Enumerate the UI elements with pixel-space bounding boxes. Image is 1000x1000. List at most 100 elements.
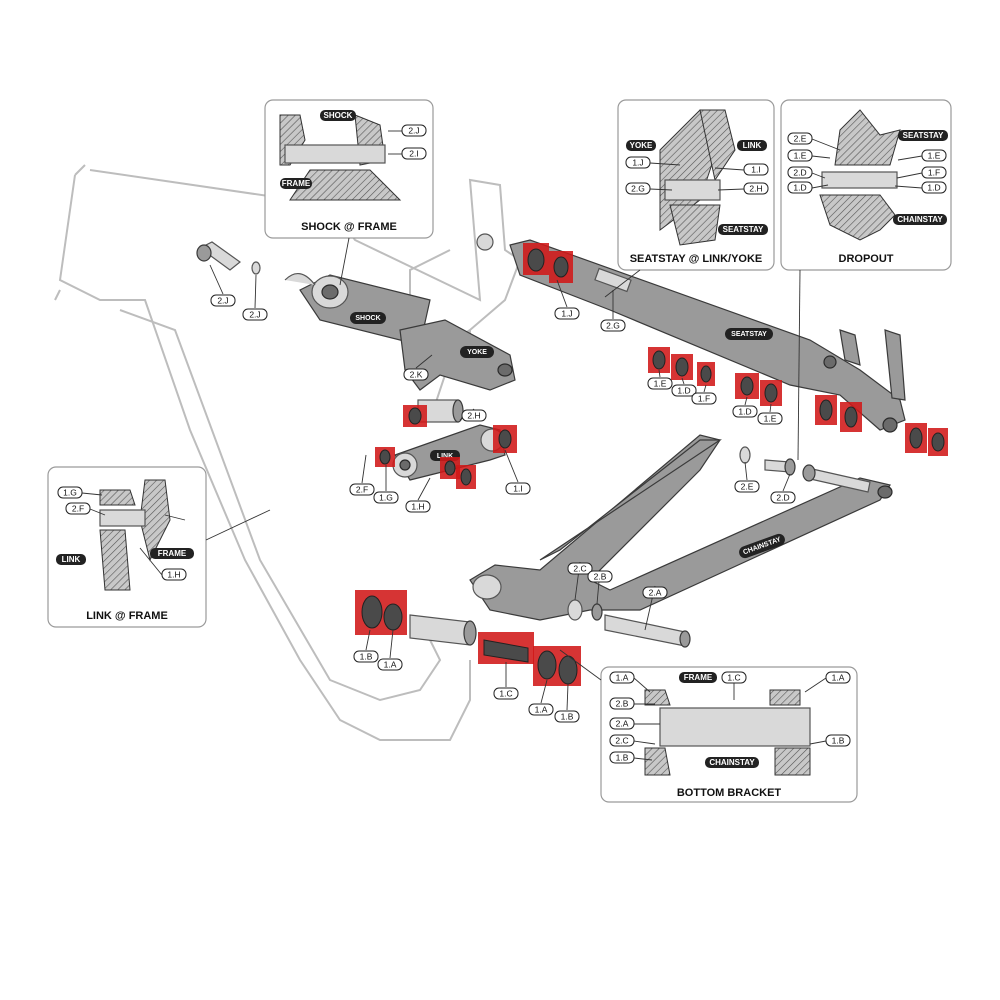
dropout-pointer — [797, 269, 801, 461]
chainstay-part-label-bg — [739, 533, 785, 559]
yoke-part-label: YOKE — [467, 349, 487, 356]
dropout-label-2d: 2.D — [793, 167, 806, 177]
dropout-tag-seatstay: SEATSTAY — [903, 131, 944, 140]
label-pill-l1d_b — [732, 405, 758, 418]
label-pill-l1g — [373, 491, 399, 504]
part-label-l2b: 2.B — [594, 571, 607, 581]
dropout-label-1d-right: 1.D — [927, 182, 940, 192]
part-label-l1i: 1.I — [513, 483, 522, 493]
bb-title: BOTTOM BRACKET — [677, 787, 782, 799]
label-leader-l1a_b — [540, 679, 548, 704]
callout-shock-at-frame: SHOCK FRAME 2.J 2.I SHOCK @ FRAME — [264, 99, 434, 239]
part-label-l2k: 2.K — [410, 369, 423, 379]
label-leader-l1e_b — [769, 403, 772, 413]
label-pill-l1d_a — [671, 384, 697, 397]
label-pill-l2a — [642, 586, 668, 599]
dropout-tag-chainstay: CHAINSTAY — [897, 215, 943, 224]
label-leader-l2d — [782, 473, 791, 492]
label-leader-l1d_b — [744, 396, 748, 406]
label-pill-l1b_b — [554, 710, 580, 723]
label-leader-l1b_b — [566, 683, 569, 711]
part-label-l1f: 1.F — [698, 393, 710, 403]
label-pill-l2d — [770, 491, 796, 504]
bb-label-1a-right: 1.A — [832, 672, 845, 682]
label-leader-l2f — [361, 454, 367, 484]
link-frame-label-1h: 1.H — [167, 569, 180, 579]
shock-frame-pointer — [339, 237, 350, 286]
shock-frame-label-2i: 2.I — [409, 148, 418, 158]
label-pill-l1a — [377, 658, 403, 671]
label-leader-l1e_a — [658, 369, 661, 378]
link-frame-tag-link: LINK — [62, 555, 81, 564]
bb-label-1b-left: 1.B — [616, 752, 629, 762]
label-leader-l2e — [744, 461, 748, 481]
label-pill-l2b — [587, 570, 613, 583]
link-frame-tag-link-bg — [56, 554, 86, 565]
seatstay-link-label-2g: 2.G — [631, 183, 645, 193]
label-pill-l2c — [567, 562, 593, 575]
shock-frame-tag-shock: SHOCK — [324, 111, 353, 120]
part-label-l1e_b: 1.E — [764, 413, 777, 423]
callout-seatstay-at-link-yoke: YOKE LINK SEATSTAY 1.J 1.I 2.G 2.H SEATS… — [617, 99, 775, 271]
part-label-l1g: 1.G — [379, 492, 393, 502]
part-label-l1a: 1.A — [384, 659, 397, 669]
label-leader-l1a — [389, 629, 394, 659]
seatstay-link-label-1j: 1.J — [632, 157, 643, 167]
dropout-label-1f: 1.F — [928, 167, 940, 177]
dropout-tag-chainstay-bg — [893, 214, 947, 225]
label-leader-l1f — [703, 384, 707, 393]
part-label-l2j_b: 2.J — [249, 309, 260, 319]
label-leader-l1d_a — [681, 377, 685, 385]
part-label-l1b: 1.B — [360, 651, 373, 661]
label-pill-l2j_b — [242, 308, 268, 321]
dropout-label-1d-left: 1.D — [793, 182, 806, 192]
seatstay-link-tag-seatstay-bg — [718, 224, 768, 235]
rear-shock: SHOCK — [284, 273, 431, 346]
bb-tag-frame: FRAME — [684, 673, 713, 682]
seatstay-part-label-bg — [725, 328, 773, 340]
label-pill-l1h — [405, 500, 431, 513]
bb-label-1a-left: 1.A — [616, 672, 629, 682]
part-label-l2a: 2.A — [649, 587, 662, 597]
link-frame-tag-frame-bg — [150, 548, 194, 559]
chainstay: CHAINSTAY — [469, 434, 893, 621]
label-pill-l2h — [461, 409, 487, 422]
bb-label-2c: 2.C — [615, 735, 628, 745]
link: LINK — [392, 399, 506, 481]
shock-frame-tag-frame: FRAME — [282, 179, 311, 188]
dropout-tag-seatstay-bg — [898, 130, 948, 141]
label-pill-l1e_a — [647, 377, 673, 390]
dropout-label-1e-right: 1.E — [928, 150, 941, 160]
label-leader-l1i — [504, 449, 519, 483]
shock-bolt — [196, 241, 261, 275]
part-label-l1d_a: 1.D — [677, 385, 690, 395]
bb-label-1b-right: 1.B — [832, 735, 845, 745]
bb-tag-frame-bg — [679, 672, 717, 683]
bb-tag-chainstay: CHAINSTAY — [709, 758, 755, 767]
callout-link-at-frame: FRAME LINK 1.G 2.F 1.H LINK @ FRAME — [47, 466, 207, 628]
seatstay-link-label-2h: 2.H — [749, 183, 762, 193]
label-leader-l1b — [365, 629, 371, 651]
label-pill-l2e — [734, 480, 760, 493]
bb-label-2a: 2.A — [616, 718, 629, 728]
seatstay-link-tag-link: LINK — [743, 141, 762, 150]
link-frame-tag-frame: FRAME — [158, 549, 187, 558]
part-label-l2j: 2.J — [217, 295, 228, 305]
seatstay-link-tag-yoke: YOKE — [630, 141, 653, 150]
link-frame-title: LINK @ FRAME — [86, 610, 168, 622]
label-pill-l1c — [493, 687, 519, 700]
seatstay: SEATSTAY — [476, 233, 906, 433]
dropout-label-1e-left: 1.E — [794, 150, 807, 160]
bb-tag-chainstay-bg — [705, 757, 759, 768]
link-frame-pointer — [205, 509, 271, 541]
label-pill-l1j — [554, 307, 580, 320]
yoke-part-label-bg — [460, 346, 494, 358]
bb-label-1c: 1.C — [727, 672, 740, 682]
bb-axle-hardware — [409, 599, 691, 648]
label-pill-l2g — [600, 319, 626, 332]
part-label-l1e_a: 1.E — [654, 378, 667, 388]
bottom-bracket-pointer — [559, 649, 602, 681]
label-pill-l1f — [691, 392, 717, 405]
part-label-l2d: 2.D — [776, 492, 789, 502]
shock-frame-title: SHOCK @ FRAME — [301, 221, 397, 233]
